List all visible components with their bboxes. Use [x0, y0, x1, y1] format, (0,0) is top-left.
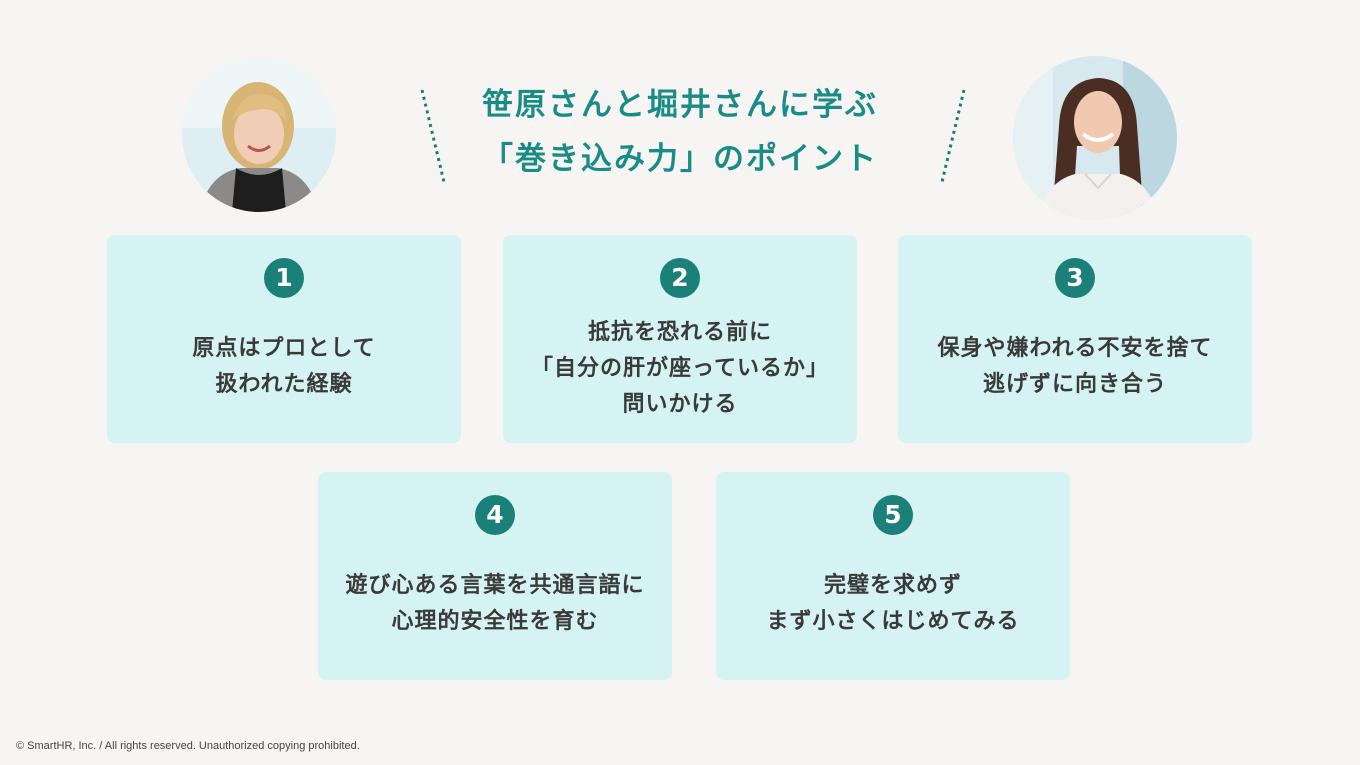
point-text-line: 逃げずに向き合う	[982, 372, 1167, 397]
point-text: 完璧を求めず まず小さくはじめてみる	[716, 568, 1070, 640]
slide-title: 笹原さんと堀井さんに学ぶ 「巻き込み力」のポイント	[430, 78, 930, 186]
point-card-1: 1 原点はプロとして 扱われた経験	[107, 235, 461, 443]
point-text-line: 扱われた経験	[215, 372, 353, 397]
avatar-right	[1013, 56, 1177, 220]
dotted-line-right	[940, 89, 966, 183]
point-text-line: 「自分の肝が座っているか」	[531, 356, 829, 381]
point-text-line: 抵抗を恐れる前に	[587, 320, 772, 345]
point-text-line: 完璧を求めず	[823, 573, 962, 598]
number-badge: 4	[475, 495, 515, 535]
point-text-line: 遊び心ある言葉を共通言語に	[345, 573, 645, 598]
point-card-2: 2 抵抗を恐れる前に 「自分の肝が座っているか」 問いかける	[503, 235, 857, 443]
person-photo-icon	[182, 58, 336, 212]
number-badge: 2	[660, 258, 700, 298]
avatar-left	[182, 58, 336, 212]
point-card-3: 3 保身や嫌われる不安を捨て 逃げずに向き合う	[898, 235, 1252, 443]
point-card-4: 4 遊び心ある言葉を共通言語に 心理的安全性を育む	[318, 472, 672, 680]
person-photo-icon	[1013, 56, 1177, 220]
point-text: 遊び心ある言葉を共通言語に 心理的安全性を育む	[318, 568, 672, 640]
point-text-line: 原点はプロとして	[192, 336, 376, 361]
point-card-5: 5 完璧を求めず まず小さくはじめてみる	[716, 472, 1070, 680]
title-line-2: 「巻き込み力」のポイント	[482, 141, 878, 177]
point-text: 原点はプロとして 扱われた経験	[107, 331, 461, 403]
title-line-1: 笹原さんと堀井さんに学ぶ	[482, 87, 878, 123]
point-text: 保身や嫌われる不安を捨て 逃げずに向き合う	[898, 331, 1252, 403]
point-text-line: 保身や嫌われる不安を捨て	[937, 336, 1213, 361]
point-text-line: まず小さくはじめてみる	[766, 609, 1020, 634]
dotted-line-left	[420, 89, 446, 183]
copyright-notice: © SmartHR, Inc. / All rights reserved. U…	[16, 740, 360, 752]
point-text-line: 問いかける	[622, 392, 738, 417]
number-badge: 3	[1055, 258, 1095, 298]
point-text: 抵抗を恐れる前に 「自分の肝が座っているか」 問いかける	[503, 315, 857, 423]
number-badge: 5	[873, 495, 913, 535]
point-text-line: 心理的安全性を育む	[391, 609, 599, 634]
number-badge: 1	[264, 258, 304, 298]
